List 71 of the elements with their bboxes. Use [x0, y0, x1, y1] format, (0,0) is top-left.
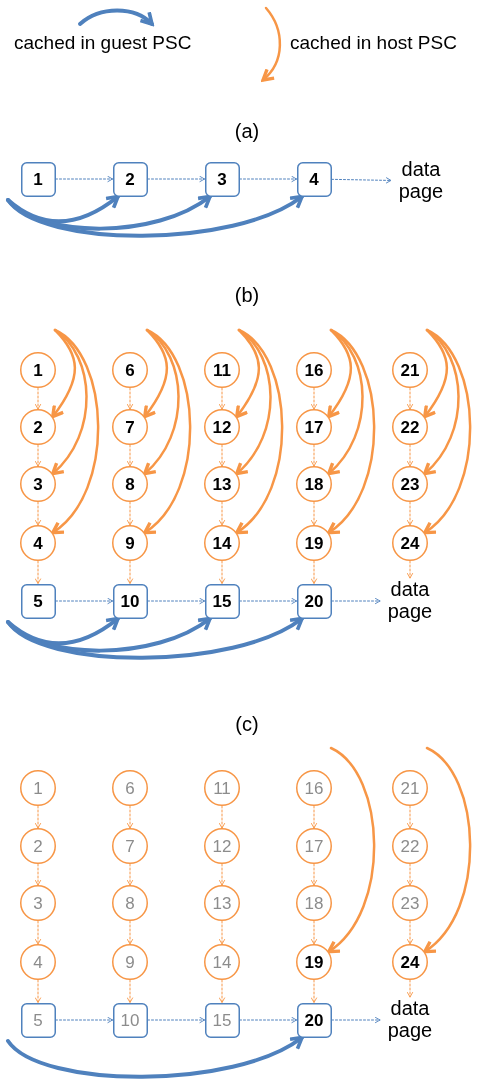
node-number: 2: [33, 418, 43, 436]
node-number: 17: [304, 837, 324, 855]
node-number: 21: [400, 779, 420, 797]
node-number: 2: [125, 170, 135, 188]
node-number: 19: [304, 953, 324, 971]
curved-arrow: [423, 746, 472, 954]
node-number: 20: [304, 592, 324, 610]
node-number: 3: [217, 170, 227, 188]
node-number: 13: [212, 475, 232, 493]
panel-label: (a): [234, 120, 260, 143]
node-number: 12: [212, 837, 232, 855]
node-number: 4: [33, 534, 43, 552]
curved-arrow: [6, 194, 304, 238]
data-page-label: data page: [386, 579, 434, 623]
curved-arrow: [235, 328, 284, 535]
node-number: 3: [33, 475, 43, 493]
node-number: 9: [125, 534, 135, 552]
curved-arrow: [327, 746, 376, 954]
legend-text: cached in guest PSC: [14, 32, 192, 54]
node-number: 19: [304, 534, 324, 552]
curved-arrow: [6, 616, 304, 660]
node-number: 5: [33, 592, 43, 610]
node-number: 5: [33, 1011, 43, 1029]
node-number: 22: [400, 418, 420, 436]
curved-arrow: [6, 1035, 304, 1079]
node-number: 8: [125, 894, 135, 912]
curved-arrow: [143, 328, 192, 535]
node-number: 23: [400, 894, 420, 912]
node-number: 13: [212, 894, 232, 912]
data-page-label: data page: [386, 998, 434, 1042]
node-number: 23: [400, 475, 420, 493]
node-number: 1: [33, 361, 43, 379]
node-number: 15: [212, 592, 232, 610]
node-number: 4: [309, 170, 319, 188]
node-number: 20: [304, 1011, 324, 1029]
node-number: 7: [125, 418, 135, 436]
node-number: 15: [212, 1011, 232, 1029]
node-number: 11: [213, 361, 231, 379]
node-number: 22: [400, 837, 420, 855]
dashed-arrow: [331, 177, 392, 184]
node-number: 8: [125, 475, 135, 493]
node-number: 9: [125, 953, 135, 971]
node-number: 1: [33, 170, 43, 188]
node-number: 18: [304, 475, 324, 493]
node-number: 16: [304, 779, 324, 797]
panel-label: (c): [235, 713, 259, 736]
node-number: 14: [212, 953, 232, 971]
curved-arrow: [51, 328, 100, 535]
curved-arrow: [423, 328, 472, 535]
node-number: 6: [125, 779, 135, 797]
node-number: 14: [212, 534, 232, 552]
node-number: 16: [304, 361, 324, 379]
node-number: 1: [33, 779, 43, 797]
node-number: 3: [33, 894, 43, 912]
node-number: 11: [213, 779, 231, 797]
node-number: 2: [33, 837, 43, 855]
panel-label: (b): [234, 284, 260, 307]
node-number: 24: [400, 953, 420, 971]
node-number: 10: [120, 592, 140, 610]
node-number: 24: [400, 534, 420, 552]
node-number: 10: [120, 1011, 140, 1029]
node-number: 7: [125, 837, 135, 855]
data-page-label: data page: [397, 159, 445, 203]
curved-arrow: [327, 328, 376, 535]
node-number: 18: [304, 894, 324, 912]
node-number: 17: [304, 418, 324, 436]
node-number: 4: [33, 953, 43, 971]
node-number: 12: [212, 418, 232, 436]
node-number: 21: [400, 361, 420, 379]
legend-text: cached in host PSC: [290, 32, 457, 54]
node-number: 6: [125, 361, 135, 379]
